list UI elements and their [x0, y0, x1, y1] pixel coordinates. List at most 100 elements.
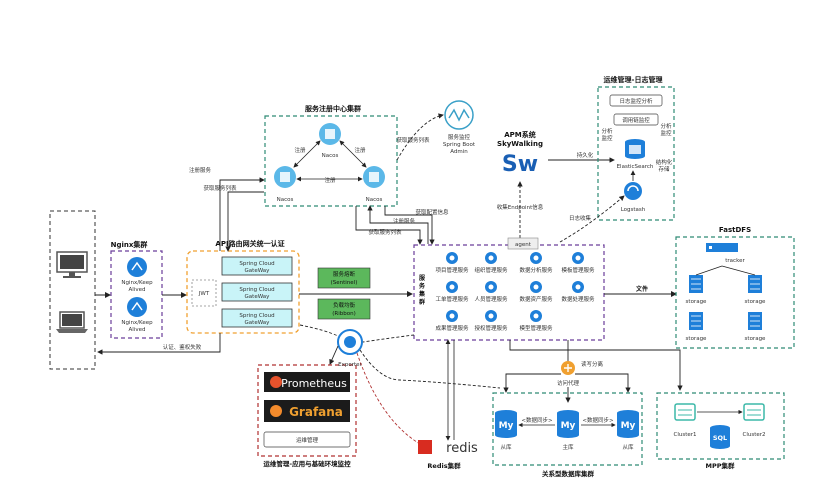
sync-label-2: <数据同步>	[582, 416, 614, 424]
cluster1-icon	[674, 403, 696, 421]
sql-icon: SQL	[710, 425, 730, 449]
logs-title: 运维管理-日志管理	[604, 75, 663, 84]
service-item: 工单管理服务	[435, 281, 469, 303]
jwt-label: JWT	[198, 291, 210, 297]
rw-proxy: 读写分离 访问代理	[557, 360, 604, 387]
mysql-1-logo: My	[499, 421, 514, 431]
svc-getlist-label: 获取服务列表	[368, 228, 402, 236]
laptop-icon	[56, 311, 88, 333]
mysql-3-logo: My	[621, 421, 636, 431]
service-item: 项目管理服务	[435, 252, 469, 274]
gateway-node-1-l1: Spring Cloud	[239, 261, 274, 267]
service-label: 人员管理服务	[474, 295, 508, 303]
svc-register-label: 注册服务	[393, 217, 416, 225]
storage-label: storage	[745, 336, 767, 342]
apm-title: APM系统	[504, 130, 536, 139]
storage-group: storage storage storage storage	[686, 265, 767, 342]
gateway-node-1: Spring Cloud GateWay	[221, 256, 293, 276]
log-collect-label: 日志收集	[569, 214, 592, 222]
tracker-icon	[706, 243, 738, 252]
service-label: 模型管理服务	[519, 324, 553, 332]
service-label: 模板管理服务	[561, 266, 595, 274]
service-grid: 项目管理服务组织管理服务 数据分析服务模板管理服务工单管理服务人员管理服务 数据资产…	[435, 252, 595, 332]
register-label-1: 注册	[294, 146, 306, 154]
persist-label: 持久化	[577, 151, 594, 159]
api-gateway: API路由网关统一认证 JWT Spring Cloud GateWay Spr…	[186, 239, 300, 334]
logstash-label: Logstash	[621, 207, 646, 213]
primary-label: 主库	[562, 443, 574, 451]
analysis-a-2: 监控	[601, 134, 613, 142]
service-item: 数据处理服务	[561, 281, 595, 303]
cluster2-icon	[743, 403, 765, 421]
service-item: 数据分析服务	[519, 252, 553, 274]
gateway-node-2-l1: Spring Cloud	[239, 287, 274, 293]
clients-group	[49, 210, 96, 370]
tracker-label: tracker	[725, 258, 745, 264]
auth-fail-label: 认证、鉴权失败	[163, 343, 202, 351]
monitoring-cluster: Prometheus Grafana 运维管理 运维管理-应用与基础环境监控	[257, 364, 357, 468]
redis-icon	[418, 440, 432, 454]
log-analysis: 日志监控分析	[619, 97, 653, 105]
elasticsearch-icon	[625, 139, 645, 159]
trace-monitor: 调用链监控	[622, 116, 650, 124]
gateway-node-2-l2: GateWay	[245, 294, 271, 300]
svc-side-1: 服	[419, 274, 426, 282]
svc-side-3: 集	[418, 290, 426, 298]
nginx-icon	[131, 261, 143, 271]
proxy-label: 访问代理	[557, 379, 580, 387]
admin-l1: 服务监控	[448, 133, 471, 141]
analysis-b-1: 分析	[660, 122, 672, 130]
grafana-icon	[270, 405, 282, 417]
storage-label: storage	[745, 299, 767, 305]
service-item: 模型管理服务	[519, 310, 553, 332]
monitoring-title: 运维管理-应用与基础环境监控	[263, 459, 351, 468]
nginx-icon	[131, 301, 143, 311]
mpp-title: MPP集群	[706, 461, 735, 470]
service-item: 成果管理服务	[435, 310, 469, 332]
gateway-node-1-l2: GateWay	[245, 268, 271, 274]
service-item: 授权管理服务	[474, 310, 508, 332]
apm-subtitle: SkyWalking	[497, 140, 543, 148]
nginx-node-1: Nginx/Keep Alived	[121, 257, 153, 293]
nacos-label-right: Nacos	[366, 197, 383, 203]
sentinel-box: 服务熔断 (Sentinel)	[317, 267, 371, 289]
service-label: 项目管理服务	[435, 266, 469, 274]
ribbon-l1: 负载均衡	[333, 301, 356, 309]
cluster1-label: Cluster1	[673, 432, 696, 438]
service-item: 数据资产服务	[519, 281, 553, 303]
nginx-node-2: Nginx/Keep Alived	[121, 297, 153, 333]
log-management: 运维管理-日志管理 日志监控分析 调用链监控 分析 监控 分析 监控 Elast…	[597, 75, 675, 221]
replica-2-label: 从库	[622, 443, 634, 451]
service-label: 组织管理服务	[474, 266, 508, 274]
file-label: 文件	[635, 285, 648, 293]
nginx-cluster-title: Nginx集群	[111, 240, 148, 249]
analysis-a-1: 分析	[601, 127, 613, 135]
service-item: 组织管理服务	[474, 252, 508, 274]
es-label: ElasticSearch	[617, 164, 654, 170]
service-item: 模板管理服务	[561, 252, 595, 274]
nginx-node-label-2b: Alived	[129, 327, 146, 333]
admin-l2: Spring Boot	[443, 142, 476, 148]
rdb-title: 关系型数据库集群	[542, 469, 595, 478]
nginx-node-label-1: Nginx/Keep	[121, 280, 153, 286]
storage-label: storage	[686, 299, 708, 305]
endpoint-label: 收集Endpoint信息	[497, 203, 544, 211]
storage-label: storage	[686, 336, 708, 342]
structured-2: 存储	[658, 165, 670, 173]
ribbon-l2: (Ribbon)	[332, 311, 355, 317]
grafana-label: Grafana	[289, 405, 343, 419]
monitor-icon	[56, 251, 88, 278]
mysql-primary: My 主库	[557, 410, 579, 451]
apm-skywalking: APM系统 SkyWalking Sw	[497, 130, 543, 177]
nacos-node-right: Nacos	[363, 166, 385, 203]
prometheus-label: Prometheus	[281, 377, 347, 390]
cluster2-label: Cluster2	[742, 432, 765, 438]
gateway-node-3-l1: Spring Cloud	[239, 313, 274, 319]
skywalking-logo: Sw	[502, 152, 538, 177]
service-label: 工单管理服务	[435, 295, 469, 303]
svc-side-2: 务	[419, 282, 426, 290]
sql-label: SQL	[713, 434, 727, 442]
svc-side-4: 群	[418, 298, 425, 306]
